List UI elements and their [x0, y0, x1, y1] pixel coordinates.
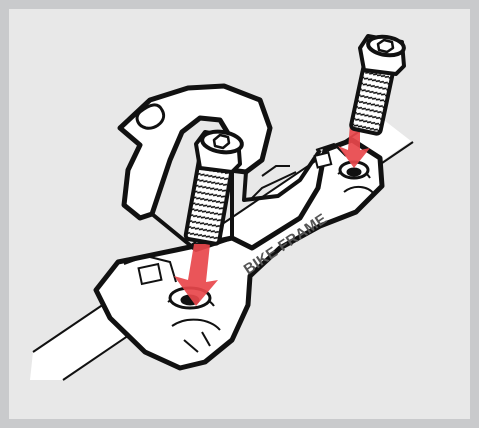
bolt-icon — [350, 35, 405, 135]
